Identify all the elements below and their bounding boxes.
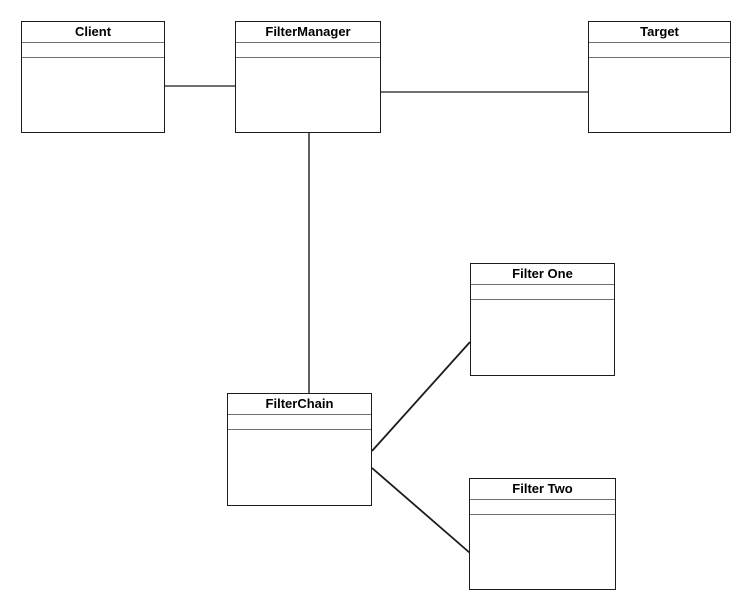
- class-methods-compartment: [471, 300, 614, 375]
- class-title-filterchain: FilterChain: [228, 394, 371, 415]
- class-title-target: Target: [589, 22, 730, 43]
- class-box-filtermanager: FilterManager: [235, 21, 381, 133]
- class-box-filterchain: FilterChain: [227, 393, 372, 506]
- class-attributes-compartment: [471, 285, 614, 300]
- class-title-filtermanager: FilterManager: [236, 22, 380, 43]
- class-box-target: Target: [588, 21, 731, 133]
- connector-filterchain-filtertwo: [371, 467, 471, 554]
- class-methods-compartment: [236, 58, 380, 132]
- class-title-client: Client: [22, 22, 164, 43]
- connector-filterchain-filterone: [371, 341, 471, 452]
- class-title-filter-one: Filter One: [471, 264, 614, 285]
- class-box-client: Client: [21, 21, 165, 133]
- class-attributes-compartment: [236, 43, 380, 58]
- class-methods-compartment: [589, 58, 730, 132]
- class-attributes-compartment: [589, 43, 730, 58]
- class-methods-compartment: [470, 515, 615, 589]
- class-methods-compartment: [228, 430, 371, 505]
- class-attributes-compartment: [228, 415, 371, 430]
- class-attributes-compartment: [22, 43, 164, 58]
- class-box-filter-two: Filter Two: [469, 478, 616, 590]
- class-attributes-compartment: [470, 500, 615, 515]
- class-title-filter-two: Filter Two: [470, 479, 615, 500]
- class-methods-compartment: [22, 58, 164, 132]
- class-box-filter-one: Filter One: [470, 263, 615, 376]
